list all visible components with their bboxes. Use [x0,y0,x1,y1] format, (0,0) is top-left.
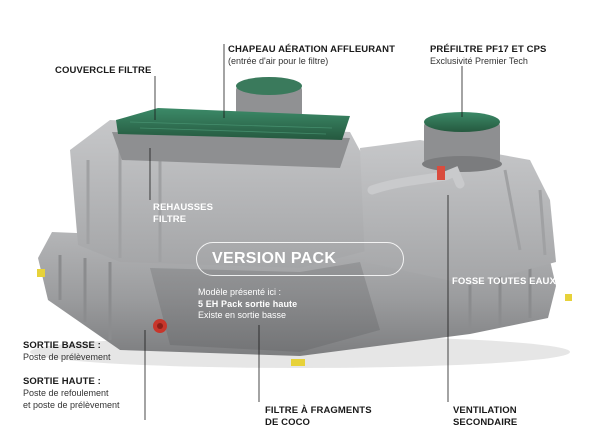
sortie-haute-sublabel-2: et poste de prélèvement [23,400,120,410]
version-pack-title: VERSION PACK [212,250,337,267]
prefiltre-label: PRÉFILTRE PF17 ET CPS [430,44,547,55]
version-pack-badge [196,242,404,276]
aeration-cap-riser [236,86,302,120]
pack-line-1: Modèle présenté ici : [198,287,282,297]
foot-front [291,359,305,366]
ventilation-label-line2: SECONDAIRE [453,417,518,428]
filter-ribs [86,148,162,262]
tank-ribs [58,255,532,340]
chapeau-sublabel: (entrée d'air pour le filtre) [228,56,329,66]
filter-lid-grooves [129,121,333,135]
sortie-basse-label: SORTIE BASSE : [23,340,101,351]
foot-left [37,269,45,277]
rehausses-label-line1: REHAUSSES [153,202,214,213]
sortie-haute-label: SORTIE HAUTE : [23,376,101,387]
pack-line-3: Existe en sortie basse [198,310,287,321]
version-pack-info: Modèle présenté ici : 5 EH Pack sortie h… [198,287,297,322]
fosse-label: FOSSE TOUTES EAUX [452,276,556,287]
prefilter-lid [424,112,500,132]
filtre-coco-label-line1: FILTRE À FRAGMENTS [265,405,372,416]
ventilation-label-line1: VENTILATION [453,405,517,416]
outlet-core [157,323,163,329]
foot-right [565,294,572,301]
couvercle-label: COUVERCLE FILTRE [55,65,152,76]
pack-line-2: 5 EH Pack sortie haute [198,298,298,309]
aeration-cap-top [236,77,302,95]
pipe-valve [437,166,445,180]
rehausses-label-line2: FILTRE [153,214,187,225]
filtre-coco-label-line2: DE COCO [265,417,311,428]
prefiltre-sublabel: Exclusivité Premier Tech [430,56,528,66]
filter-lid [116,108,350,140]
center-channel [150,262,380,352]
fosse-ribs [503,169,547,256]
sortie-haute-sublabel-1: Poste de refoulement [23,388,109,398]
chapeau-label: CHAPEAU AÉRATION AFFLEURANT [228,44,396,55]
prefilter-riser [424,122,500,164]
filter-riser [112,132,350,168]
prefilter-collar [422,156,502,172]
leader-lines [144,44,463,420]
sortie-basse-sublabel: Poste de prélèvement [23,352,111,362]
